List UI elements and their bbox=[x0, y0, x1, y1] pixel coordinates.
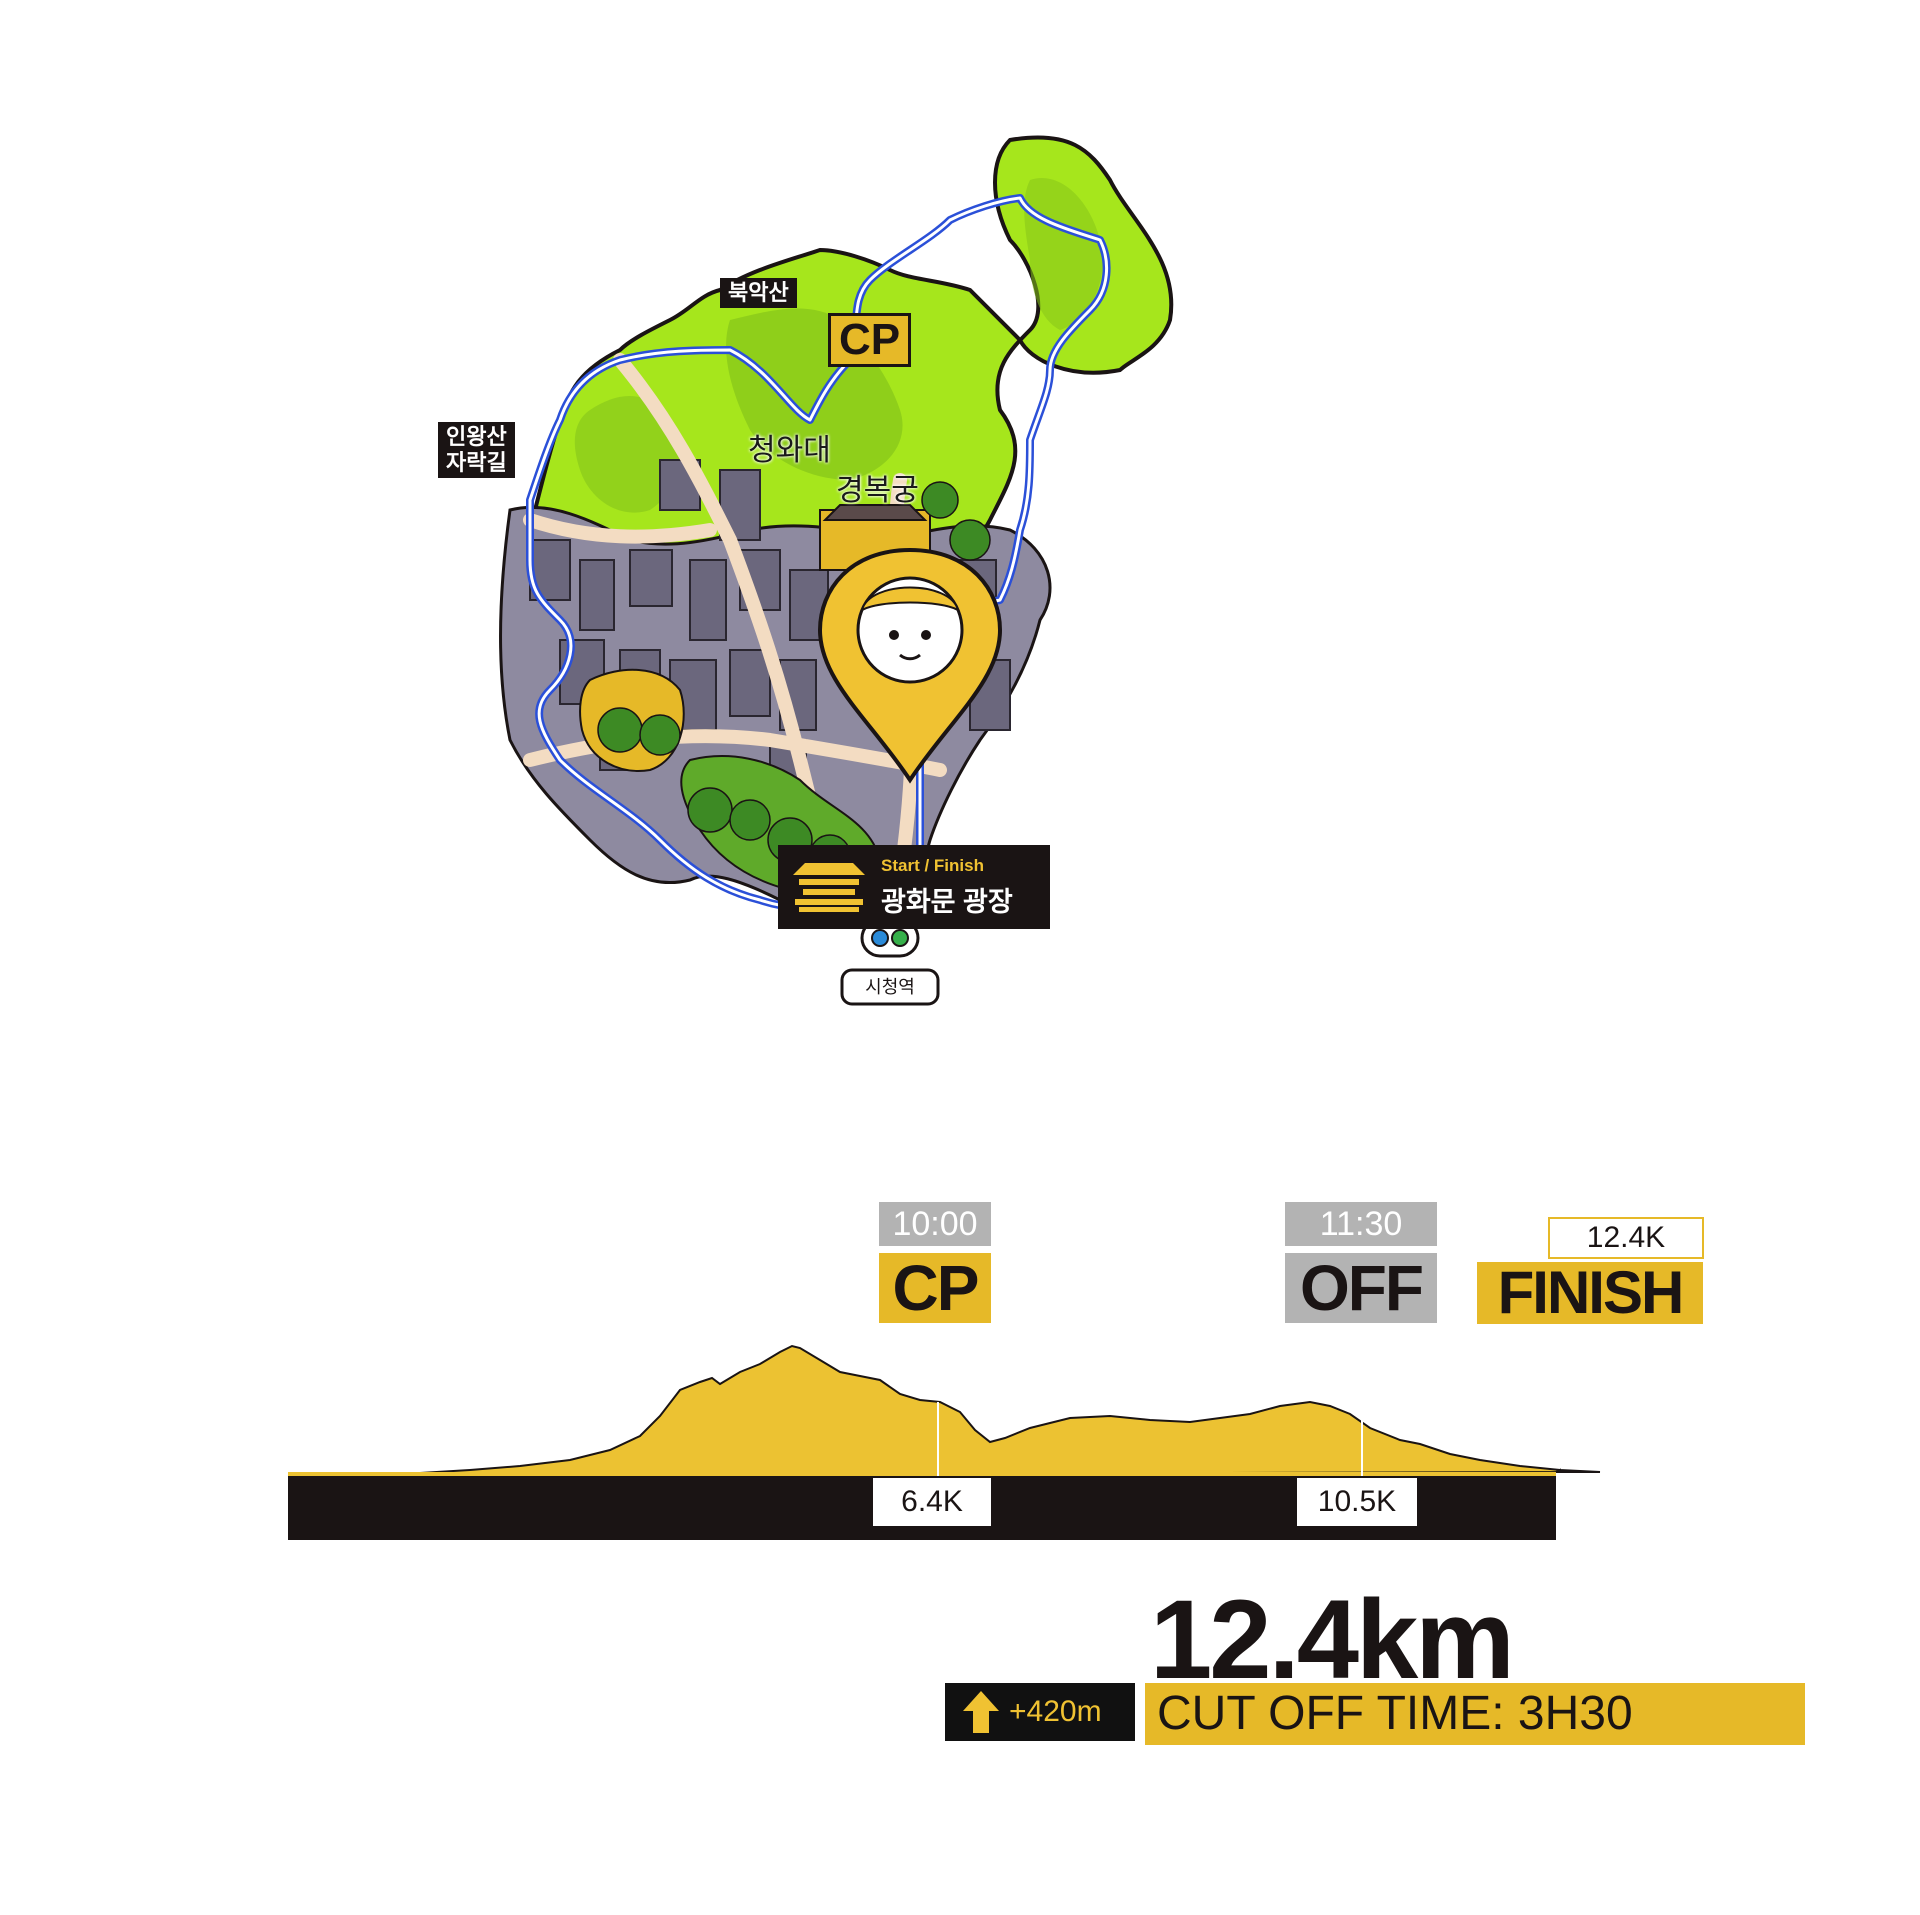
label-inwangsan: 인왕산 자락길 bbox=[438, 422, 515, 478]
cp-marker-label: CP bbox=[879, 1253, 991, 1323]
mountain-shade bbox=[574, 396, 681, 513]
cutoff-time-chip: 11:30 bbox=[1285, 1202, 1437, 1246]
palace-icon bbox=[793, 863, 865, 912]
start-finish-label: Start / Finish 광화문 광장 bbox=[778, 845, 1050, 929]
cutoff-km-box: 10.5K bbox=[1297, 1478, 1417, 1526]
total-distance: 12.4km bbox=[1150, 1577, 1515, 1702]
trees bbox=[597, 481, 991, 876]
elevation-gain-box: +420m bbox=[945, 1683, 1135, 1741]
elevation-gain-value: +420m bbox=[1009, 1695, 1102, 1728]
cp-km-box: 6.4K bbox=[873, 1478, 991, 1526]
label-inwangsan-line2: 자락길 bbox=[446, 450, 507, 475]
map-illustration bbox=[499, 135, 1174, 1006]
cp-time-chip: 10:00 bbox=[879, 1202, 991, 1246]
start-finish-pin bbox=[817, 547, 1003, 784]
label-bugaksan: 북악산 bbox=[720, 278, 797, 308]
elevation-fill bbox=[287, 1344, 1601, 1477]
cutoff-marker-label: OFF bbox=[1285, 1253, 1437, 1323]
cutoff-time-banner: CUT OFF TIME: 3H30 bbox=[1145, 1683, 1805, 1745]
label-gyeongbokgung: 경복궁 bbox=[836, 473, 919, 508]
station-label: 시청역 bbox=[865, 977, 915, 997]
finish-marker-label: FINISH bbox=[1477, 1262, 1703, 1324]
finish-km-box: 12.4K bbox=[1548, 1217, 1704, 1259]
palace-roof bbox=[822, 504, 928, 521]
start-finish-name: 광화문 광장 bbox=[881, 887, 1013, 917]
course-map: 북악산 인왕산 자락길 청와대 경복궁 CP Start / Finish 광화… bbox=[438, 120, 1390, 1080]
label-cheongwadae: 청와대 bbox=[748, 433, 831, 468]
map-cp-badge: CP bbox=[828, 313, 912, 367]
elevation-profile bbox=[287, 1344, 1601, 1540]
start-finish-caption: Start / Finish bbox=[881, 856, 984, 875]
label-inwangsan-line1: 인왕산 bbox=[446, 424, 507, 449]
arrow-up-icon bbox=[963, 1691, 999, 1733]
